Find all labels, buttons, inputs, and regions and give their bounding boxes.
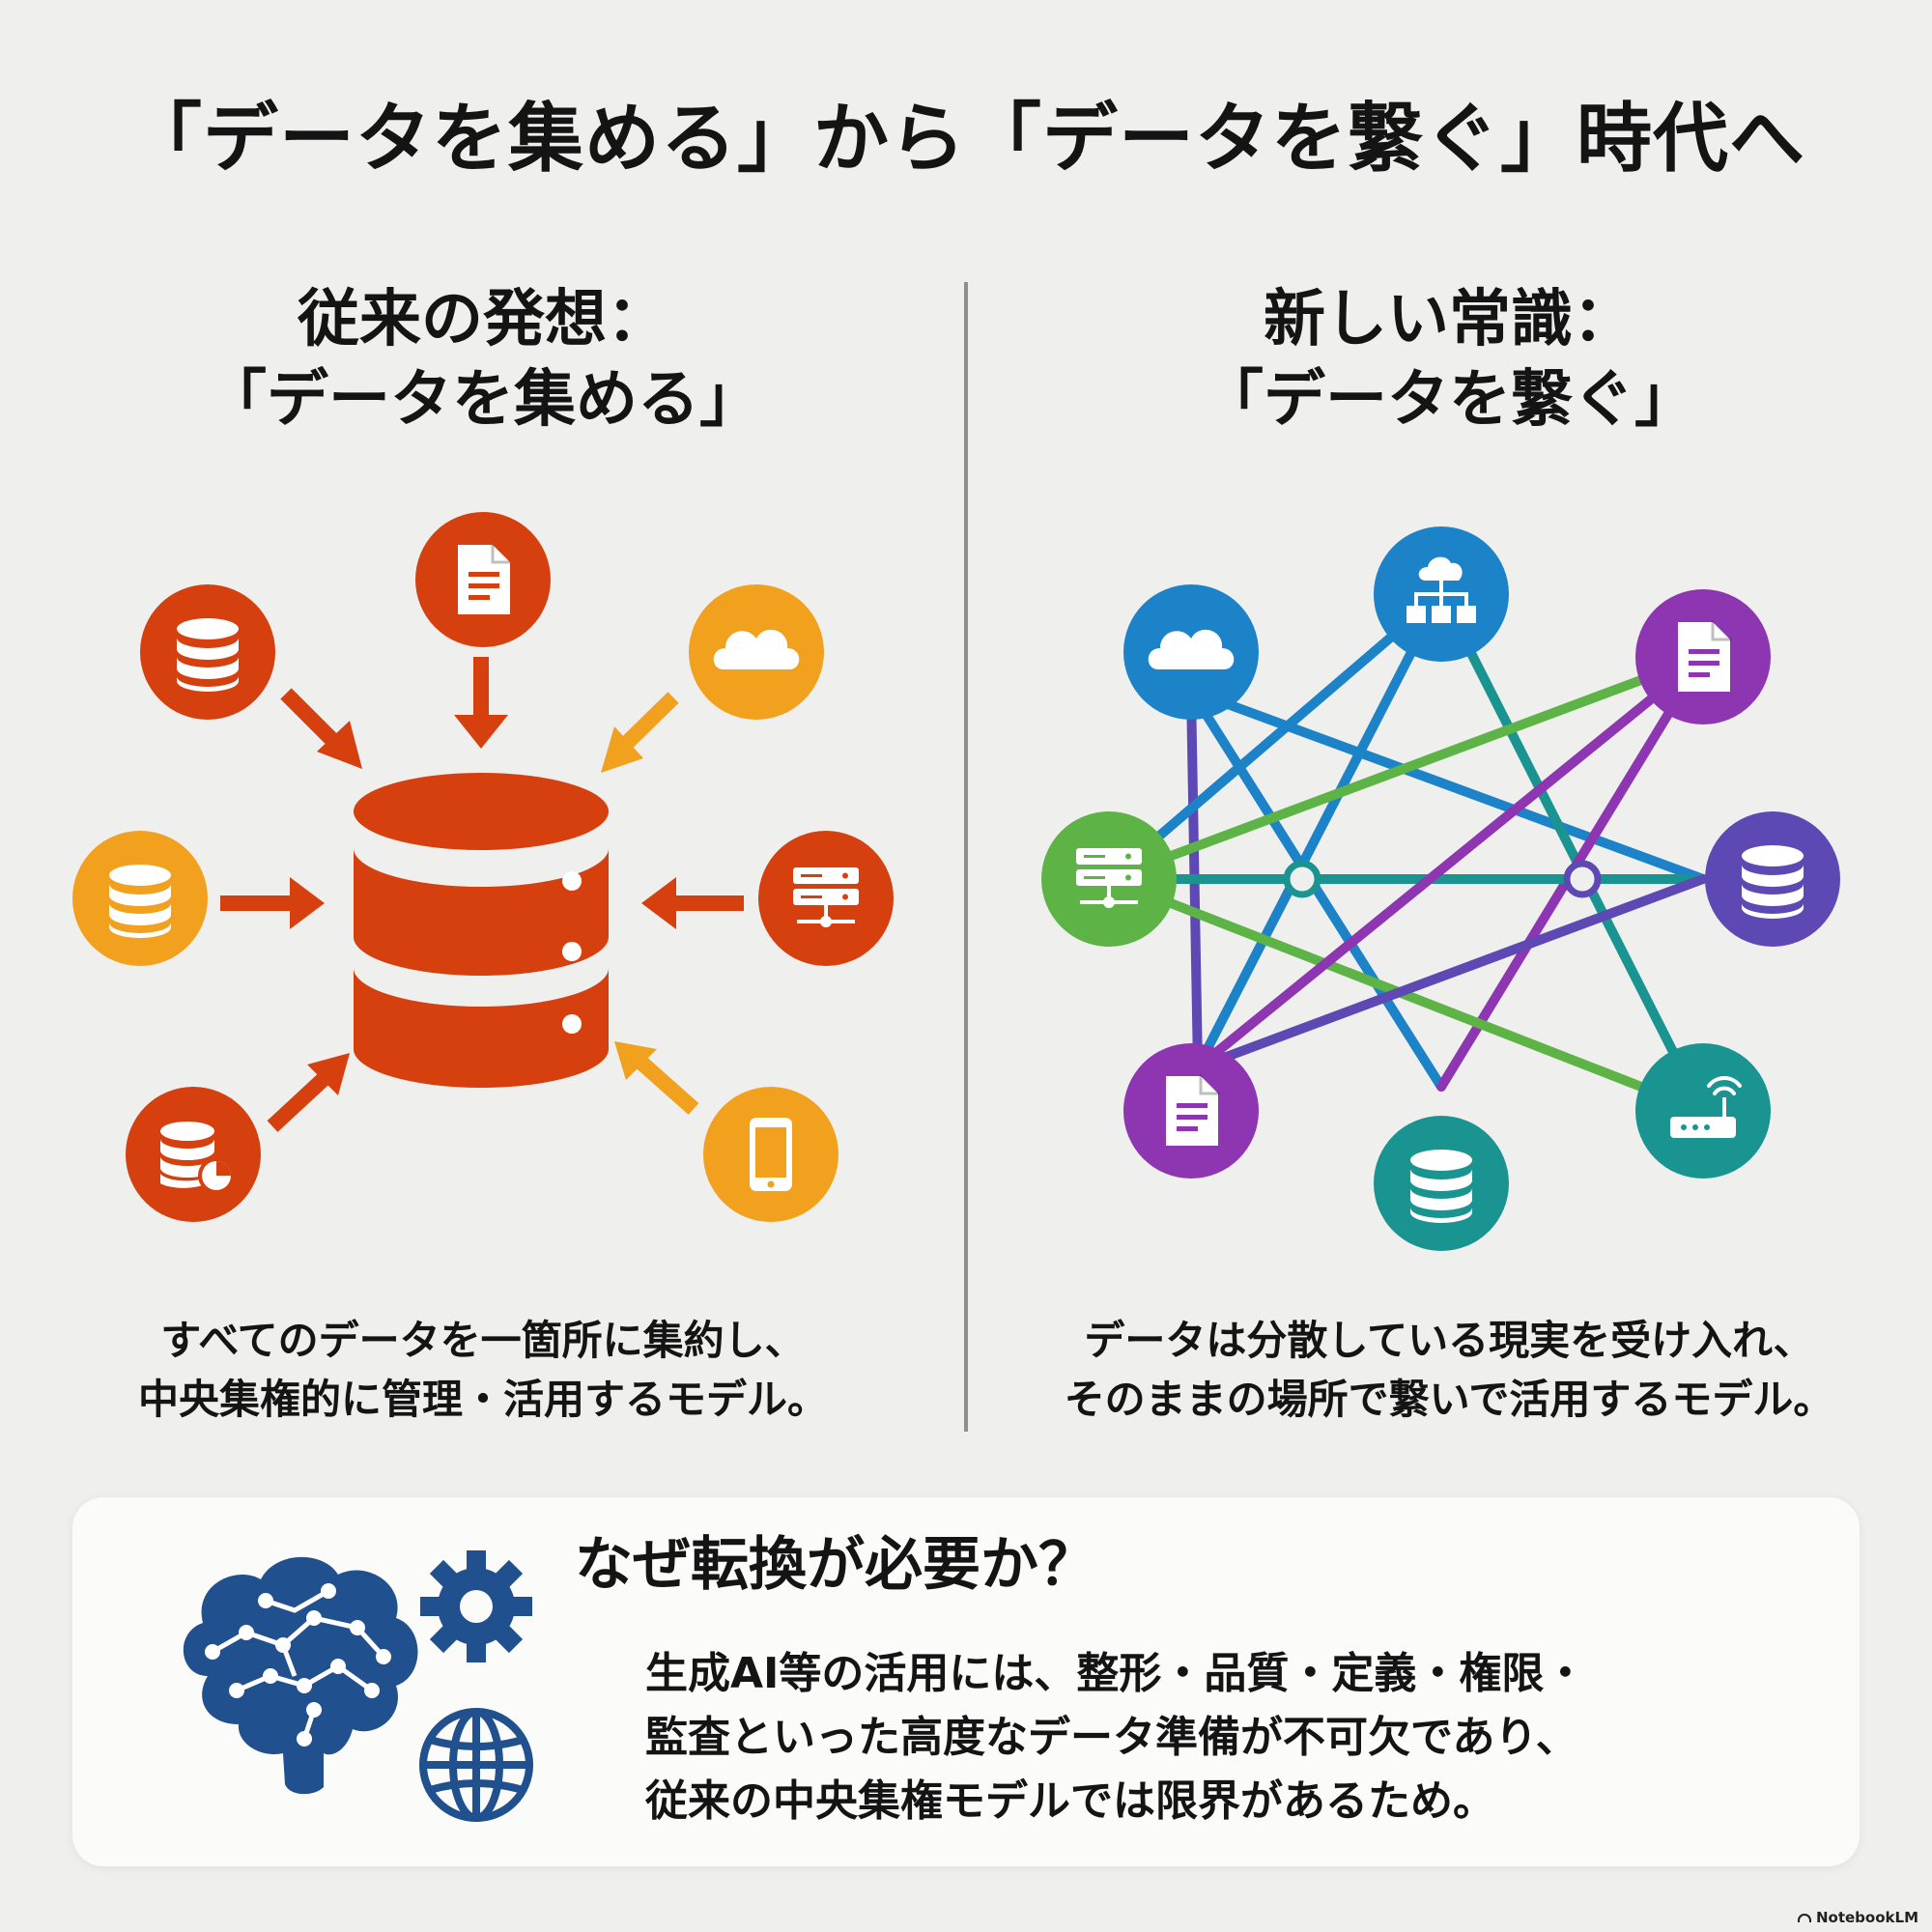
arrow-top-right: [601, 692, 679, 773]
left-caption-line1: すべてのデータを一箇所に集約し、: [160, 1317, 806, 1364]
mobile-phone-icon: [703, 1087, 838, 1222]
network-hierarchy-icon: [1374, 526, 1509, 662]
brain-circuit-icon: [183, 1556, 418, 1795]
arrow-top: [454, 657, 508, 749]
left-heading: 従来の発想： 「データを集める」: [48, 280, 918, 440]
left-heading-line2: 「データを集める」: [205, 364, 761, 437]
gear-icon: [420, 1550, 532, 1662]
hub-right: [1563, 860, 1602, 898]
server-rack-icon: [758, 831, 894, 966]
right-heading-line2: 「データを繋ぐ」: [1202, 364, 1696, 437]
card-body-line3: 従来の中央集権モデルでは限界があるため。: [645, 1776, 1495, 1826]
right-heading: 新しい常識： 「データを繋ぐ」: [1014, 280, 1884, 440]
globe-icon: [419, 1708, 533, 1822]
card-heading: なぜ転換が必要か？: [575, 1531, 1096, 1599]
card-body-line2: 監査といった高度なデータ準備が不可欠であり、: [645, 1713, 1578, 1762]
database-chart-icon: [126, 1087, 261, 1222]
arrow-right: [641, 877, 744, 929]
document-icon: [1635, 589, 1771, 724]
big-database-icon: [354, 773, 609, 1088]
arrow-top-left: [280, 688, 362, 769]
database-icon: [72, 831, 208, 966]
left-caption-line2: 中央集権的に管理・活用するモデル。: [137, 1375, 828, 1423]
arrow-bottom-left: [267, 1053, 350, 1132]
right-heading-line1: 新しい常識：: [1264, 284, 1634, 355]
column-divider: [964, 282, 968, 1432]
watermark: NotebookLM: [1797, 1909, 1918, 1926]
cloud-icon: [689, 584, 824, 720]
hub-left: [1283, 860, 1321, 898]
cloud-icon: [1123, 584, 1259, 720]
notebooklm-logo-icon: [1797, 1913, 1811, 1922]
database-icon: [1374, 1116, 1509, 1251]
router-icon: [1635, 1043, 1771, 1179]
card-body-line1: 生成AI等の活用には、整形・品質・定義・権限・: [645, 1649, 1587, 1698]
document-icon: [1123, 1043, 1259, 1179]
brain-gear-globe-illustration: [183, 1550, 533, 1822]
right-caption-line2: そのままの場所で繋いで活用するモデル。: [1064, 1375, 1834, 1423]
arrow-left: [220, 877, 325, 929]
left-heading-line1: 従来の発想：: [298, 284, 668, 355]
card-body: 生成AI等の活用には、整形・品質・定義・権限・ 監査といった高度なデータ準備が不…: [645, 1642, 1586, 1833]
database-icon: [1705, 811, 1840, 947]
database-icon: [140, 584, 275, 720]
document-icon: [415, 512, 551, 647]
arrow-bottom-right: [614, 1041, 699, 1115]
right-caption-line1: データは分散している現実を受け入れ、: [1084, 1317, 1814, 1364]
server-rack-icon: [1041, 811, 1177, 947]
left-caption: すべてのデータを一箇所に集約し、 中央集権的に管理・活用するモデル。: [48, 1312, 918, 1430]
right-caption: データは分散している現実を受け入れ、 そのままの場所で繋いで活用するモデル。: [995, 1312, 1903, 1430]
left-diagram: [72, 512, 894, 1222]
right-diagram: [1041, 526, 1840, 1251]
main-title: 「データを集める」から「データを繋ぐ」時代へ: [126, 96, 1805, 183]
watermark-text: NotebookLM: [1815, 1909, 1918, 1926]
